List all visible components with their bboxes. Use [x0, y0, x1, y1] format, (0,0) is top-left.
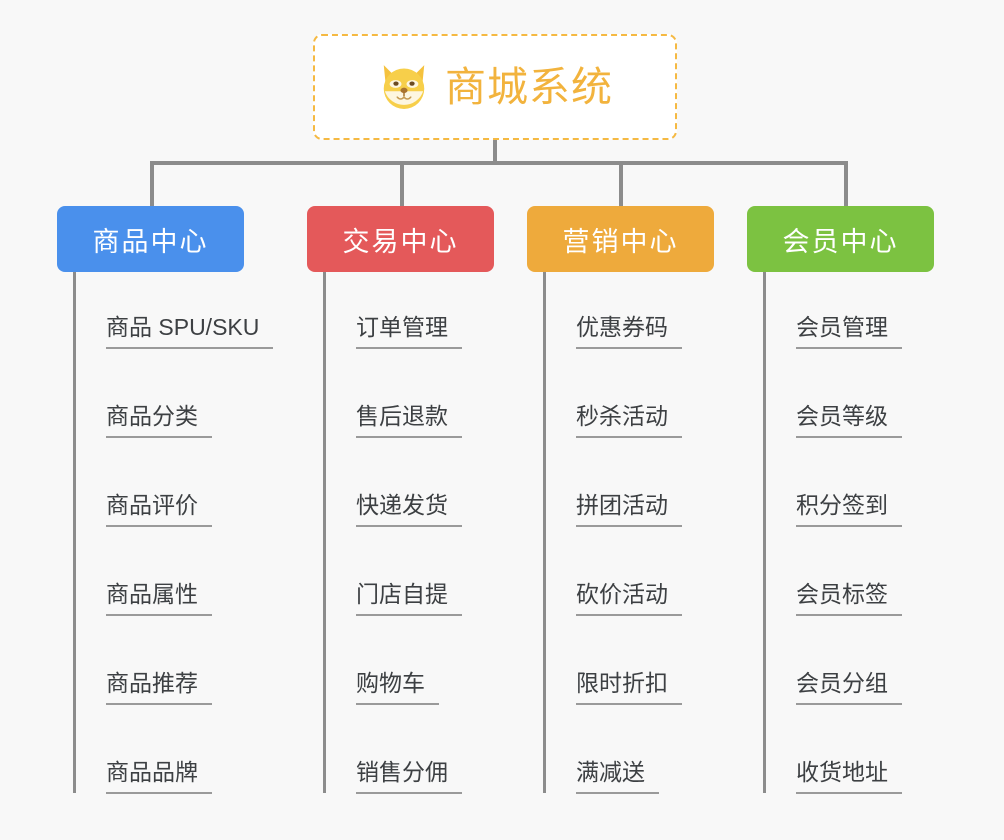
list-item[interactable]: 积分签到	[766, 437, 967, 527]
leaf-label: 商品评价	[106, 492, 212, 527]
category-header-2[interactable]: 交易中心	[307, 206, 494, 272]
list-item[interactable]: 优惠券码	[546, 272, 747, 349]
category-column-4: 会员中心 会员管理 会员等级 积分签到 会员标签 会员分组 收货地址	[747, 206, 967, 794]
leaf-label: 拼团活动	[576, 492, 682, 527]
connector-branch-3	[619, 161, 623, 207]
leaf-label: 会员标签	[796, 581, 902, 616]
leaf-label: 商品分类	[106, 403, 212, 438]
root-node[interactable]: 商城系统	[313, 34, 677, 140]
leaf-label: 会员等级	[796, 403, 902, 438]
list-item[interactable]: 快递发货	[326, 437, 527, 527]
leaf-label: 快递发货	[356, 492, 462, 527]
leaf-label: 购物车	[356, 670, 439, 705]
list-item[interactable]: 秒杀活动	[546, 348, 747, 438]
leaf-label: 门店自提	[356, 581, 462, 616]
leaf-label: 会员分组	[796, 670, 902, 705]
leaf-label: 商品属性	[106, 581, 212, 616]
list-item[interactable]: 销售分佣	[326, 704, 527, 794]
list-item[interactable]: 商品属性	[76, 526, 277, 616]
list-item[interactable]: 会员管理	[766, 272, 967, 349]
leaf-label: 秒杀活动	[576, 403, 682, 438]
connector-root-stem	[493, 140, 497, 164]
connector-branch-4	[844, 161, 848, 207]
leaf-label: 砍价活动	[576, 581, 682, 616]
leaf-list-2: 订单管理 售后退款 快递发货 门店自提 购物车 销售分佣	[323, 272, 527, 794]
leaf-list-1: 商品 SPU/SKU 商品分类 商品评价 商品属性 商品推荐 商品品牌	[73, 272, 277, 794]
category-column-3: 营销中心 优惠券码 秒杀活动 拼团活动 砍价活动 限时折扣 满减送	[527, 206, 747, 794]
connector-horizontal-bus	[150, 161, 848, 165]
leaf-label: 商品推荐	[106, 670, 212, 705]
list-item[interactable]: 会员分组	[766, 615, 967, 705]
root-title: 商城系统	[445, 63, 613, 110]
leaf-list-4: 会员管理 会员等级 积分签到 会员标签 会员分组 收货地址	[763, 272, 967, 794]
category-header-3[interactable]: 营销中心	[527, 206, 714, 272]
leaf-label: 售后退款	[356, 403, 462, 438]
category-header-label: 商品中心	[92, 226, 209, 257]
list-item[interactable]: 砍价活动	[546, 526, 747, 616]
category-column-1: 商品中心 商品 SPU/SKU 商品分类 商品评价 商品属性 商品推荐 商品品牌	[57, 206, 277, 794]
list-item[interactable]: 售后退款	[326, 348, 527, 438]
list-item[interactable]: 购物车	[326, 615, 527, 705]
list-item[interactable]: 会员等级	[766, 348, 967, 438]
category-header-label: 会员中心	[782, 226, 899, 257]
list-item[interactable]: 商品评价	[76, 437, 277, 527]
leaf-label: 商品 SPU/SKU	[106, 314, 274, 349]
list-item[interactable]: 商品品牌	[76, 704, 277, 794]
category-header-4[interactable]: 会员中心	[747, 206, 934, 272]
leaf-label: 满减送	[576, 759, 659, 794]
leaf-label: 限时折扣	[576, 670, 682, 705]
list-item[interactable]: 门店自提	[326, 526, 527, 616]
category-column-2: 交易中心 订单管理 售后退款 快递发货 门店自提 购物车 销售分佣	[307, 206, 527, 794]
list-item[interactable]: 订单管理	[326, 272, 527, 349]
leaf-label: 商品品牌	[106, 759, 212, 794]
leaf-label: 销售分佣	[356, 759, 462, 794]
list-item[interactable]: 会员标签	[766, 526, 967, 616]
leaf-label: 会员管理	[796, 314, 902, 349]
leaf-label: 收货地址	[796, 759, 902, 794]
list-item[interactable]: 满减送	[546, 704, 747, 794]
leaf-label: 积分签到	[796, 492, 902, 527]
category-header-label: 交易中心	[342, 226, 459, 257]
category-header-1[interactable]: 商品中心	[57, 206, 244, 272]
shiba-dog-face-icon	[383, 65, 425, 113]
leaf-label: 订单管理	[356, 314, 462, 349]
list-item[interactable]: 商品推荐	[76, 615, 277, 705]
list-item[interactable]: 限时折扣	[546, 615, 747, 705]
list-item[interactable]: 商品分类	[76, 348, 277, 438]
leaf-list-3: 优惠券码 秒杀活动 拼团活动 砍价活动 限时折扣 满减送	[543, 272, 747, 794]
category-header-label: 营销中心	[562, 226, 679, 257]
list-item[interactable]: 收货地址	[766, 704, 967, 794]
connector-branch-1	[150, 161, 154, 207]
connector-branch-2	[400, 161, 404, 207]
list-item[interactable]: 拼团活动	[546, 437, 747, 527]
list-item[interactable]: 商品 SPU/SKU	[76, 272, 277, 349]
leaf-label: 优惠券码	[576, 314, 682, 349]
